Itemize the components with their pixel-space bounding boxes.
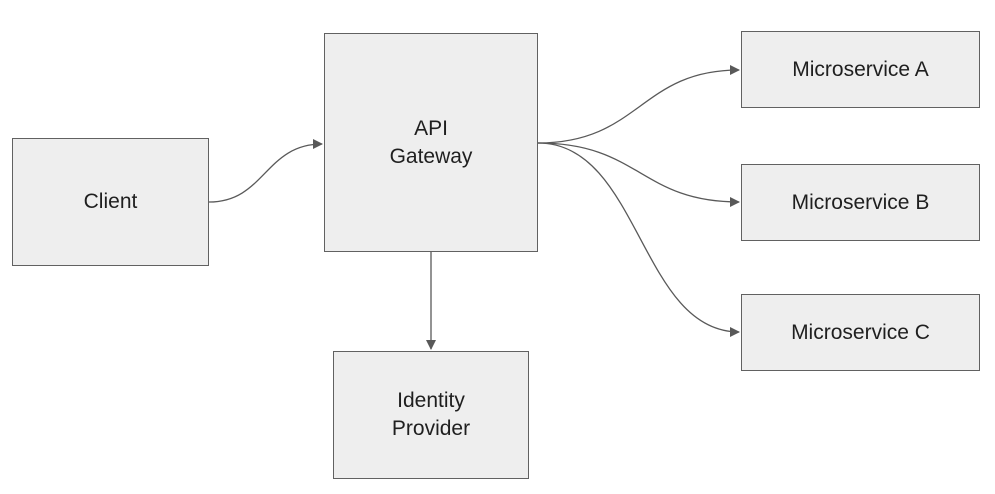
microservice-c-node: Microservice C	[741, 294, 980, 371]
api-gateway-label: API Gateway	[389, 116, 473, 168]
microservice-c-label: Microservice C	[791, 320, 930, 344]
client-label: Client	[83, 190, 138, 213]
identity-provider-node: Identity Provider	[333, 351, 529, 479]
edge-gateway-to-microservice-c	[537, 142, 740, 337]
client-node: Client	[12, 138, 209, 266]
edge-gateway-to-microservice-b	[537, 142, 740, 207]
microservice-b-label: Microservice B	[791, 190, 930, 214]
microservice-a-node: Microservice A	[741, 31, 980, 108]
microservice-a-label: Microservice A	[792, 57, 929, 81]
api-gateway-node: API Gateway	[324, 33, 538, 252]
edge-client-to-gateway	[208, 139, 323, 203]
microservice-b-node: Microservice B	[741, 164, 980, 241]
edge-gateway-to-microservice-a	[537, 65, 740, 144]
identity-provider-label: Identity Provider	[391, 389, 471, 440]
